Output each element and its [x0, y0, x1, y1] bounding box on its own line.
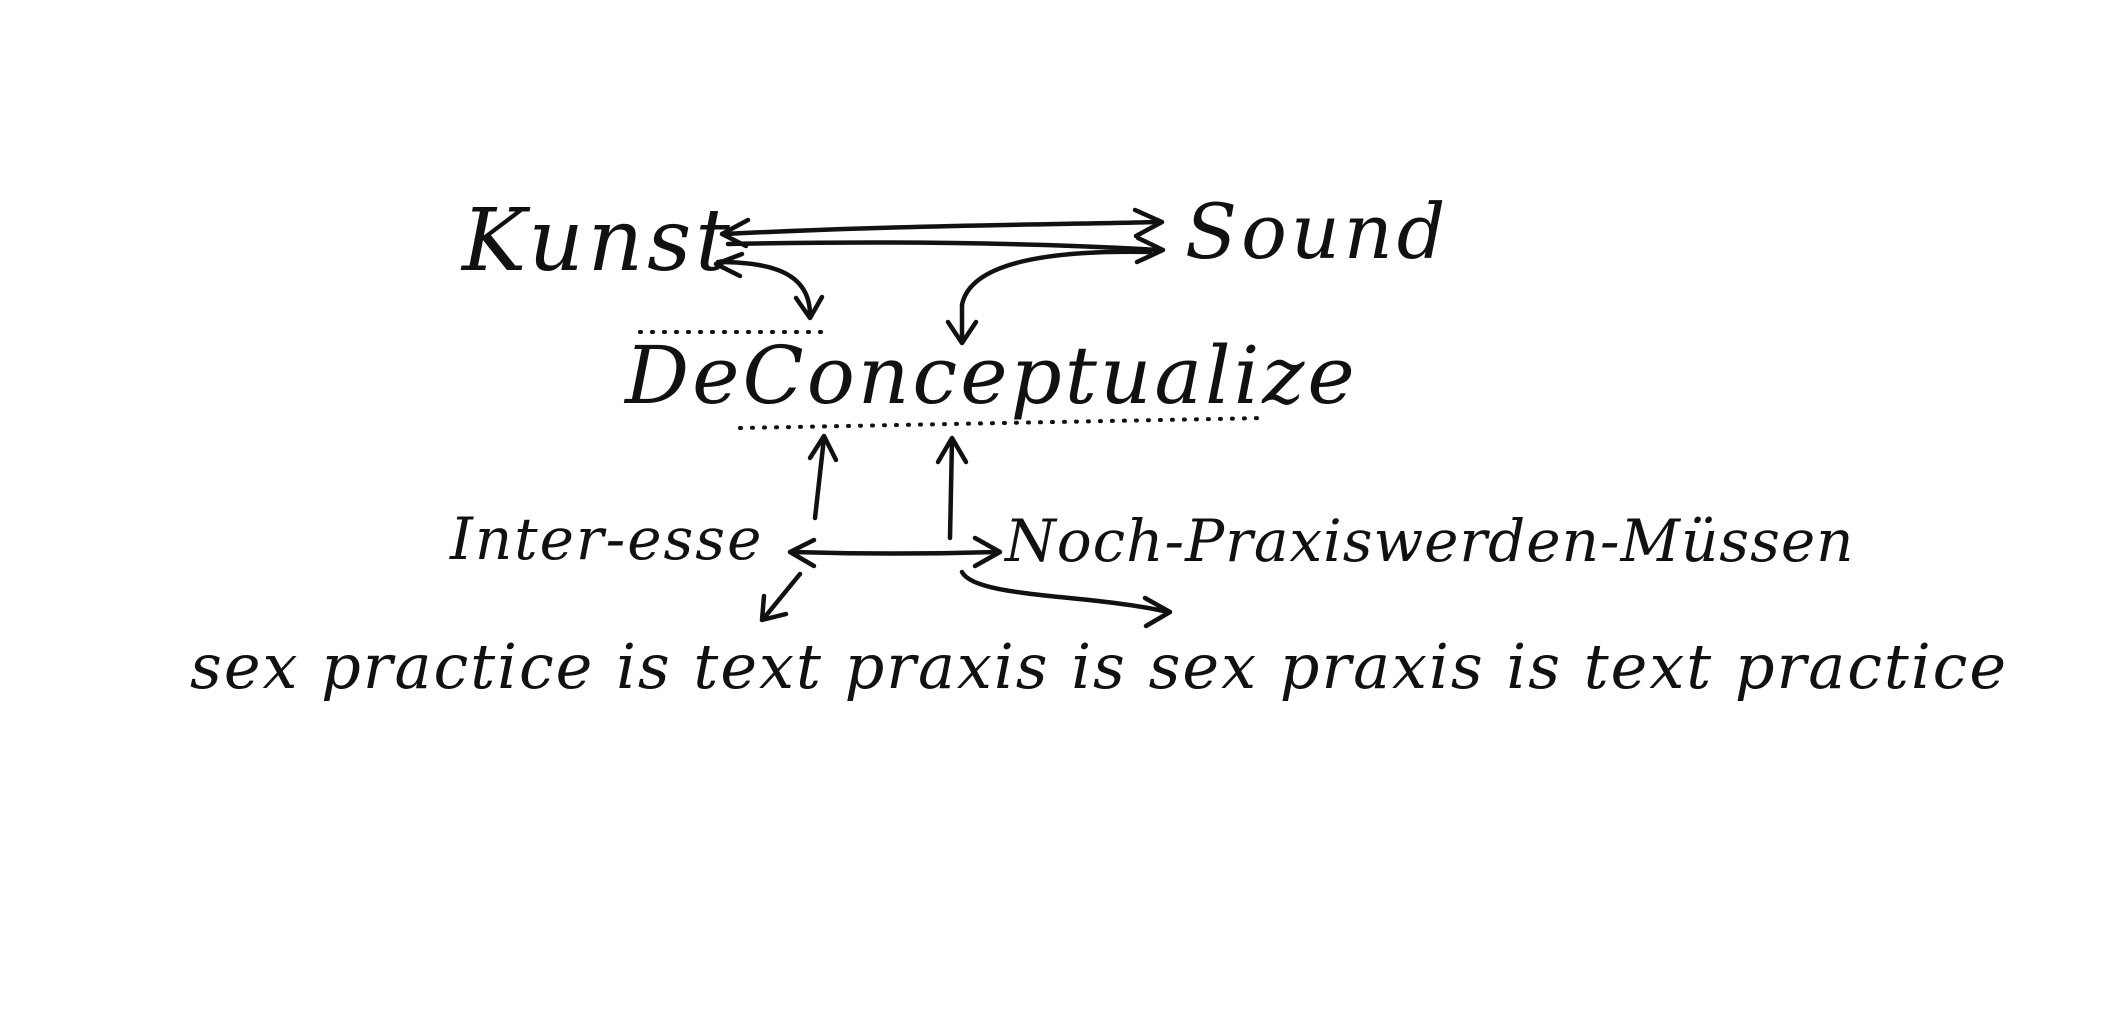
arrow-sound-deconceptualize [959, 249, 1153, 343]
arrowhead-noch-left [972, 535, 1003, 569]
arrowhead-deconceptualize-top-right [945, 319, 979, 346]
arrowhead-kunst-left-lower [713, 251, 745, 279]
arrowhead-deconceptualize-bottom-right [935, 435, 969, 465]
arrow-inter-bottom [761, 571, 803, 621]
arrowhead-sound-return [1134, 235, 1166, 265]
arrowhead-sound-right [1132, 207, 1165, 239]
node-noch-praxiswerden-muessen: Noch-Praxiswerden-Müssen [1005, 507, 1855, 575]
arrow-kunst-deconceptualize [715, 259, 813, 318]
arrowhead-deconceptualize-top-left [793, 294, 825, 321]
arrow-noch-bottom [959, 569, 1171, 615]
arrowhead-inter-left [787, 537, 817, 569]
dotted-line-below [738, 416, 1267, 430]
arrow-inter-deconceptualize [812, 435, 827, 521]
node-kunst: Kunst [462, 191, 734, 291]
arrow-inter-noch [789, 549, 1001, 556]
node-bottom-line: sex practice is text praxis is sex praxi… [190, 630, 2009, 703]
node-sound: Sound [1185, 187, 1450, 276]
node-inter-esse: Inter-esse [450, 505, 764, 573]
arrowhead-bottom-left [759, 593, 789, 623]
node-deconceptualize: DeConceptualize [625, 329, 1358, 422]
arrowhead-bottom-right [1142, 595, 1173, 629]
arrow-kunst-sound-return [725, 240, 1163, 253]
arrow-kunst-sound [722, 219, 1163, 237]
arrow-noch-deconceptualize [947, 437, 955, 541]
arrowhead-deconceptualize-bottom-left [807, 433, 839, 463]
